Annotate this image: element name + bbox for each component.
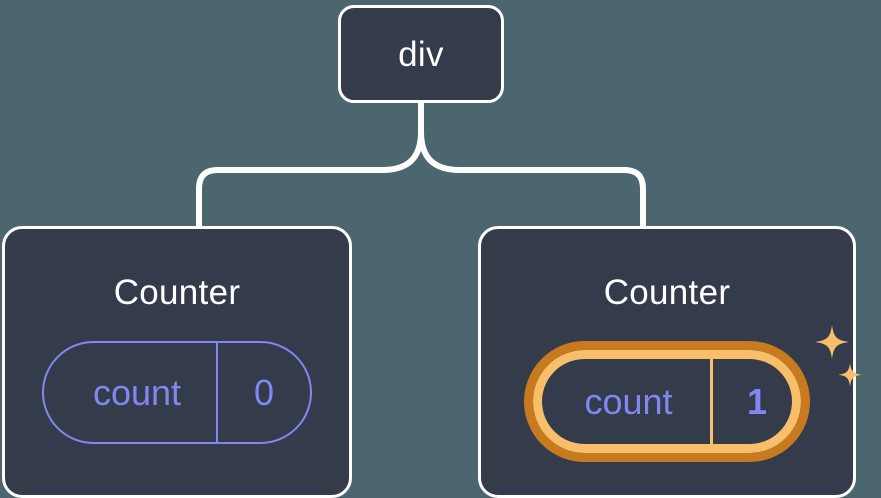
node-div-label: div bbox=[398, 34, 444, 74]
sparkle-large-icon bbox=[815, 325, 849, 359]
node-counter-right-title: Counter bbox=[603, 273, 731, 312]
state-pill-divider bbox=[216, 343, 218, 442]
state-pill-wrap-right: count 1 bbox=[524, 325, 862, 462]
node-counter-left[interactable]: Counter count 0 bbox=[2, 226, 352, 498]
state-key-label: count bbox=[92, 371, 182, 413]
sparkles-group bbox=[815, 325, 862, 387]
state-pill-divider bbox=[710, 350, 713, 453]
state-pill-wrap-left: count 0 bbox=[42, 341, 312, 444]
connector-branch-left bbox=[196, 129, 424, 229]
state-value-label: 1 bbox=[746, 380, 768, 422]
sparkle-small-icon bbox=[838, 363, 862, 387]
node-div[interactable]: div bbox=[338, 5, 504, 103]
node-counter-left-title: Counter bbox=[113, 273, 241, 312]
state-pill-count-right-highlighted[interactable]: count 1 bbox=[524, 341, 810, 462]
state-pill-count-left[interactable]: count 0 bbox=[42, 341, 312, 444]
state-key-label: count bbox=[584, 380, 673, 422]
connector-branch-right bbox=[418, 129, 646, 229]
state-value-label: 0 bbox=[253, 371, 275, 413]
node-counter-right[interactable]: Counter count 1 bbox=[478, 226, 862, 498]
